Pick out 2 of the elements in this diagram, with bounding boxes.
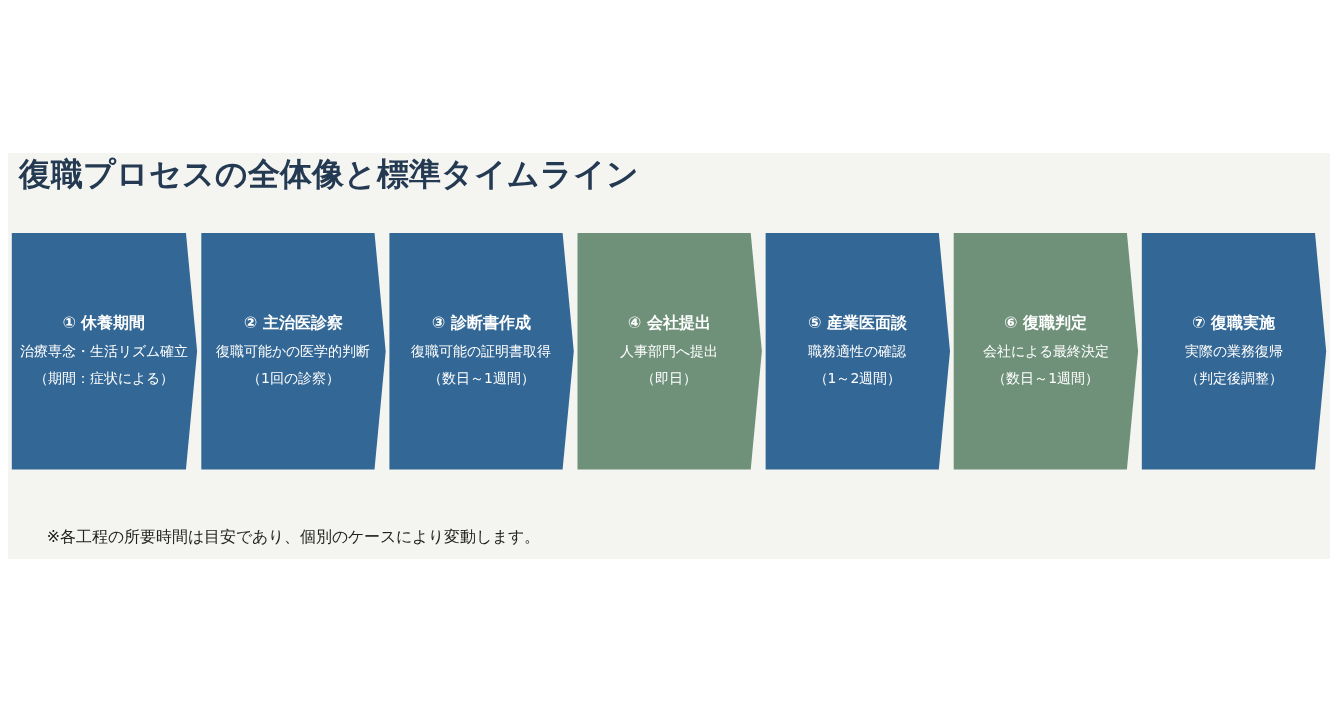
diagram-title: 復職プロセスの全体像と標準タイムライン — [19, 155, 640, 192]
label: ※各工程の所要時間は目安であり、個別のケースにより変動します。 — [46, 527, 541, 547]
